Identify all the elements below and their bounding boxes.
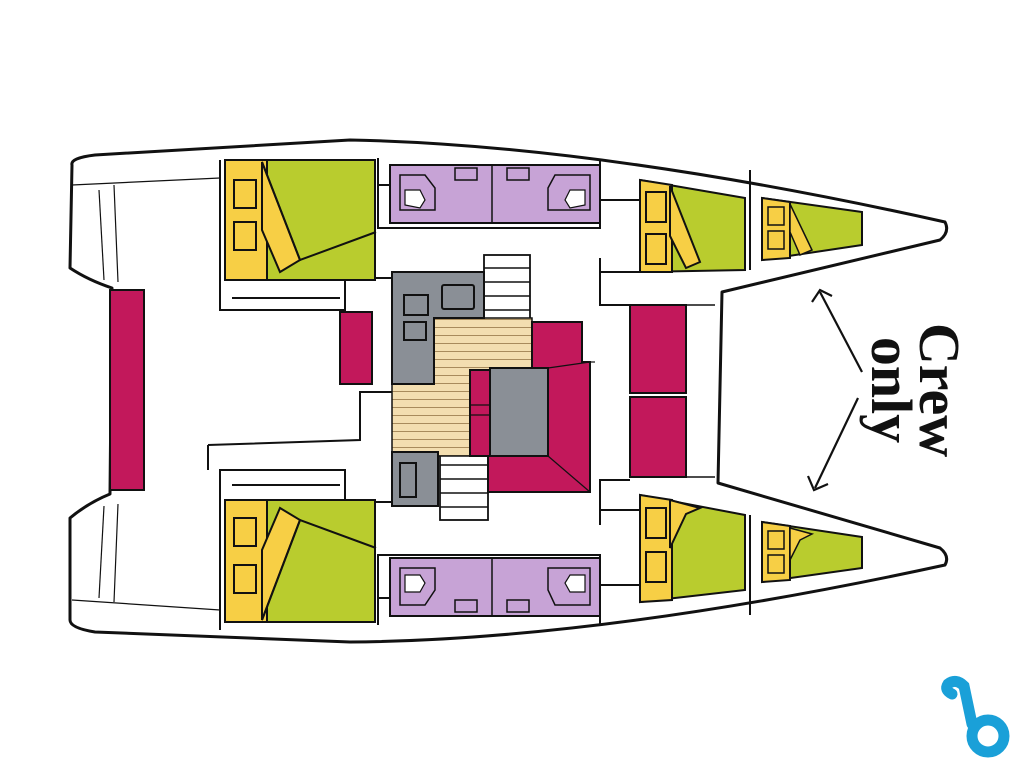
fridge-icon bbox=[399, 462, 417, 498]
crew-cabin-starboard bbox=[761, 520, 863, 584]
nav-seat bbox=[339, 311, 373, 385]
galley-counter bbox=[391, 271, 485, 385]
forward-cabin-port bbox=[639, 178, 746, 274]
sink-icon bbox=[403, 321, 427, 341]
pillow bbox=[233, 221, 257, 251]
companionway-stairs-starboard bbox=[439, 451, 489, 521]
pillow bbox=[233, 517, 257, 547]
salon-table bbox=[489, 367, 549, 457]
stern-line bbox=[113, 503, 119, 603]
pillow bbox=[233, 179, 257, 209]
only-label: only bbox=[859, 337, 924, 443]
b-logo-icon bbox=[941, 675, 1010, 758]
pillow bbox=[233, 564, 257, 594]
cockpit-bench bbox=[109, 289, 145, 491]
stern-line bbox=[113, 184, 119, 283]
stern-line bbox=[71, 599, 221, 611]
crew-label: Crew bbox=[907, 323, 972, 457]
stern-line bbox=[98, 505, 105, 599]
pillow bbox=[645, 507, 667, 539]
stern-line bbox=[98, 189, 105, 281]
aft-cabin-port bbox=[224, 159, 377, 281]
forward-cabin-starboard bbox=[639, 493, 746, 604]
berth-head bbox=[224, 159, 268, 281]
stern-line bbox=[71, 177, 221, 186]
crew-cabin-port bbox=[761, 196, 863, 262]
crew-arrows bbox=[806, 288, 863, 492]
aft-cabin-starboard bbox=[224, 499, 377, 623]
companionway-stairs-port bbox=[483, 254, 531, 324]
head-port bbox=[389, 164, 601, 224]
head-starboard bbox=[389, 557, 601, 617]
pillow bbox=[645, 191, 667, 223]
stove-icon bbox=[403, 294, 429, 316]
forward-seat bbox=[629, 396, 687, 478]
pillow bbox=[645, 233, 667, 265]
sink-icon bbox=[441, 284, 475, 310]
forward-seat bbox=[629, 304, 687, 394]
pillow bbox=[645, 551, 667, 583]
